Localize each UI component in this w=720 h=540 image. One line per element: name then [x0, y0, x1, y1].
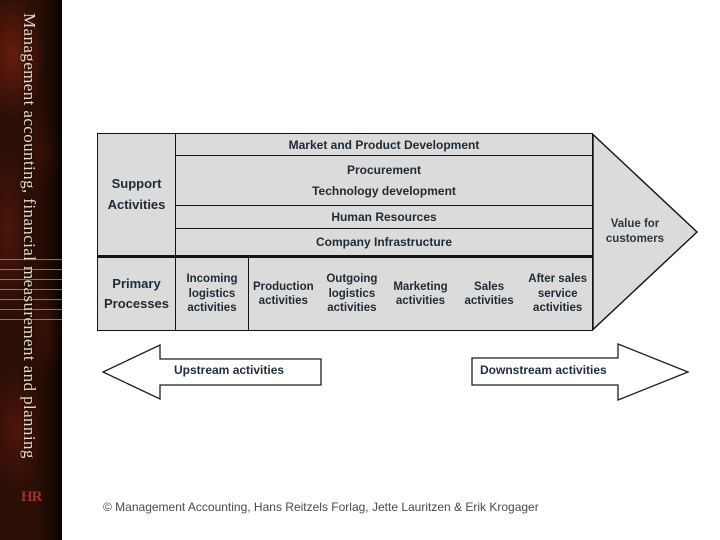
- value-for-customers-arrow: Value for customers: [593, 133, 699, 331]
- primary-processes-row: Incoming logistics activities Production…: [176, 258, 592, 330]
- arrowhead-shape: [593, 133, 699, 331]
- cell-line: Incoming: [186, 273, 238, 286]
- cell-marketing: Marketing activities: [386, 258, 455, 330]
- cell-line: After sales: [528, 273, 588, 286]
- downstream-activities-label: Downstream activities: [480, 363, 607, 377]
- cell-line: logistics: [188, 287, 236, 300]
- cell-line: Production: [252, 280, 314, 293]
- upstream-arrow-shape: [101, 343, 322, 401]
- primary-wide-cell: Production activities Outgoing logistics…: [249, 258, 592, 330]
- thick-divider: [98, 255, 592, 258]
- row-procurement-technology: Procurement Technology development: [176, 156, 592, 206]
- cell-line: logistics: [328, 287, 376, 300]
- cell-incoming-logistics: Incoming logistics activities: [176, 258, 249, 330]
- row-company-infrastructure: Company Infrastructure: [176, 229, 592, 255]
- upstream-activities-label: Upstream activities: [174, 363, 285, 377]
- cell-production: Production activities: [249, 258, 318, 330]
- cell-line: Outgoing: [326, 273, 378, 286]
- cell-after-sales-service: After sales service activities: [523, 258, 592, 330]
- cell-line: activities: [327, 302, 377, 315]
- support-label-line2: Activities: [107, 196, 166, 212]
- row-market-product-development: Market and Product Development: [176, 134, 592, 156]
- primary-label-line2: Processes: [103, 296, 170, 311]
- cell-outgoing-logistics: Outgoing logistics activities: [318, 258, 387, 330]
- row-human-resources: Human Resources: [176, 206, 592, 229]
- primary-label-line1: Primary: [112, 275, 161, 291]
- primary-processes-label: Primary Processes: [98, 258, 176, 330]
- value-arrow-line2: customers: [605, 232, 665, 245]
- row-label-technology-development: Technology development: [312, 184, 456, 198]
- publisher-logo: HR: [21, 489, 42, 505]
- row-label-procurement: Procurement: [346, 163, 422, 177]
- downstream-arrow-shape: [471, 343, 690, 401]
- cell-line: activities: [395, 295, 446, 307]
- cell-line: activities: [187, 302, 237, 315]
- cell-line: activities: [464, 295, 514, 307]
- row-label: Human Resources: [331, 210, 437, 224]
- sidebar: Management accounting, financial measure…: [0, 0, 62, 540]
- value-arrow-text: Value for customers: [598, 217, 672, 247]
- cell-line: Sales: [474, 280, 505, 293]
- support-activities-label: Support Activities: [98, 134, 176, 255]
- sidebar-vertical-title: Management accounting, financial measure…: [20, 13, 39, 459]
- cell-sales: Sales activities: [455, 258, 524, 330]
- cell-line: service: [537, 287, 578, 300]
- sidebar-stripe-texture: [0, 259, 62, 323]
- support-label-line1: Support: [111, 176, 162, 192]
- cell-line: activities: [258, 295, 308, 307]
- value-arrow-line1: Value for: [610, 218, 660, 230]
- value-chain-table: Support Activities Market and Product De…: [97, 133, 593, 331]
- row-label: Market and Product Development: [288, 137, 480, 152]
- copyright-footer: © Management Accounting, Hans Reitzels F…: [103, 500, 539, 514]
- row-label: Company Infrastructure: [315, 235, 453, 249]
- cell-line: Marketing: [393, 280, 448, 293]
- cell-line: activities: [533, 302, 583, 315]
